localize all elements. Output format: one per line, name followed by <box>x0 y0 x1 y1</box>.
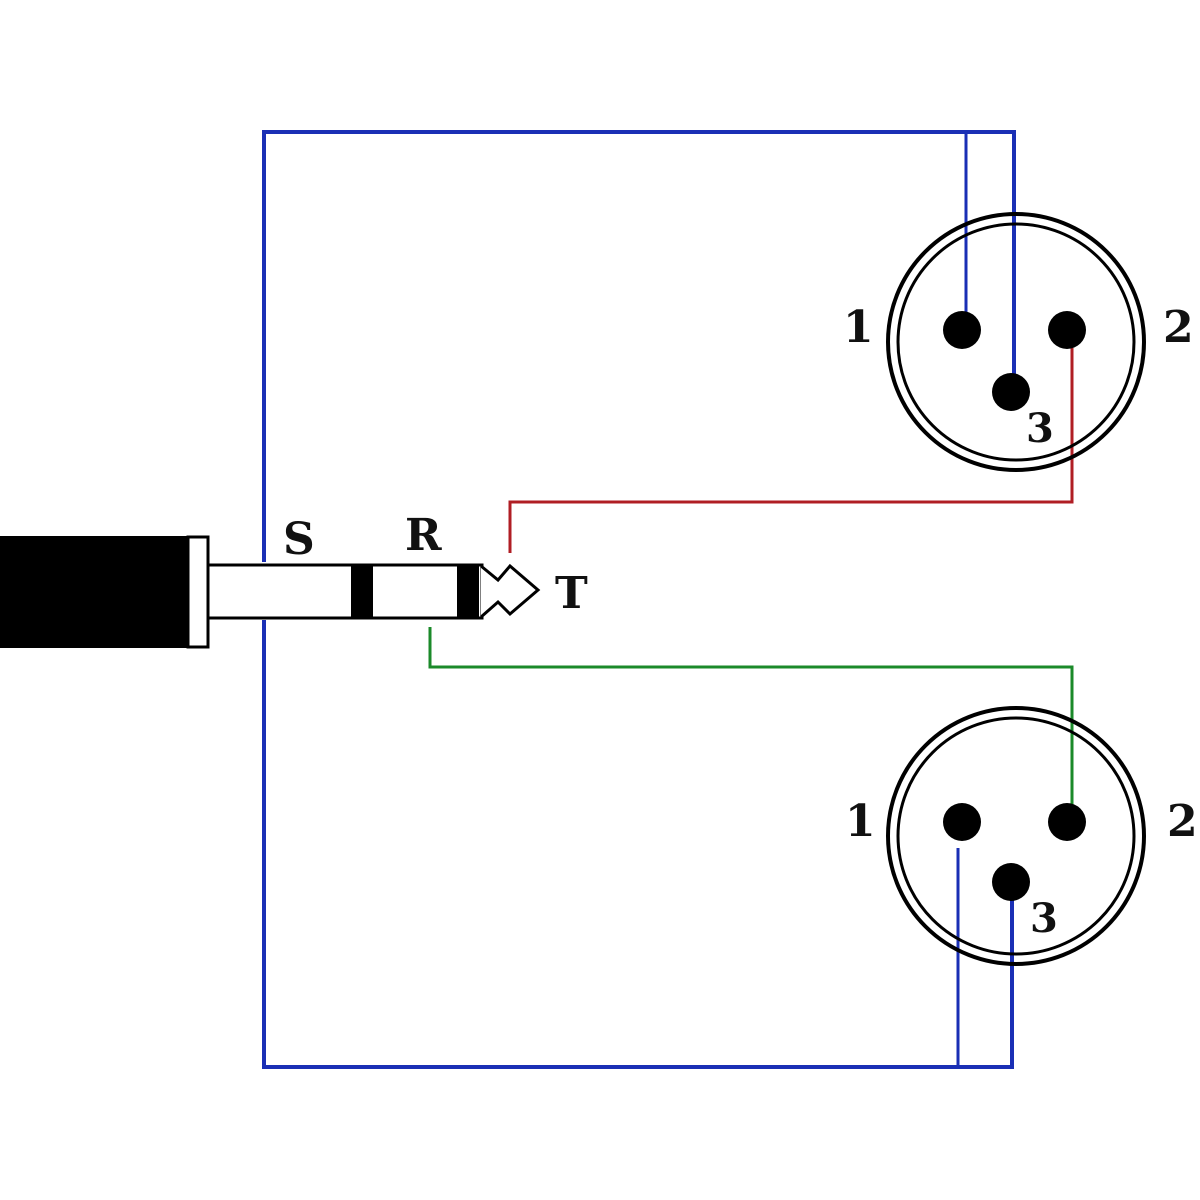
tip-label: T <box>555 568 588 619</box>
plug-collar <box>186 535 210 649</box>
plug-insulator-1 <box>351 565 373 618</box>
xlr-bottom-inner-ring <box>896 716 1136 956</box>
xlr-top-pin3-label: 3 <box>1026 405 1054 452</box>
sleeve-wire-bottom-run <box>262 620 1014 1069</box>
xlr-connector-bottom <box>886 706 1146 966</box>
xlr-bottom-pin-3 <box>992 863 1030 901</box>
xlr-top-pin-2 <box>1048 311 1086 349</box>
xlr-bottom-pin-1 <box>943 803 981 841</box>
xlr-bottom-pin2-label: 2 <box>1167 796 1198 847</box>
plug-sleeve-shaft <box>206 563 484 620</box>
xlr-connector-top <box>886 212 1146 472</box>
xlr-top-pin1-label: 1 <box>843 302 874 353</box>
xlr-bottom-pin3-label: 3 <box>1030 895 1058 942</box>
plug-insulator-2 <box>457 565 479 618</box>
sleeve-wire <box>262 130 1016 1069</box>
ring-label: R <box>405 510 442 561</box>
xlr-top-outer-ring <box>886 212 1146 472</box>
tip-wire <box>508 348 1074 553</box>
xlr-top-pin2-label: 2 <box>1163 302 1194 353</box>
xlr-bottom-pin-2 <box>1048 803 1086 841</box>
trs-plug <box>0 535 541 649</box>
xlr-bottom-outer-ring <box>886 706 1146 966</box>
xlr-top-inner-ring <box>896 222 1136 462</box>
xlr-top-pin-3 <box>992 373 1030 411</box>
plug-tip <box>480 563 541 619</box>
sleeve-label: S <box>283 514 315 565</box>
sleeve-wire-top-run <box>262 130 1016 562</box>
ring-wire <box>428 627 1074 820</box>
plug-handle <box>0 536 188 648</box>
xlr-bottom-pin1-label: 1 <box>845 796 876 847</box>
xlr-top-pin-1 <box>943 311 981 349</box>
